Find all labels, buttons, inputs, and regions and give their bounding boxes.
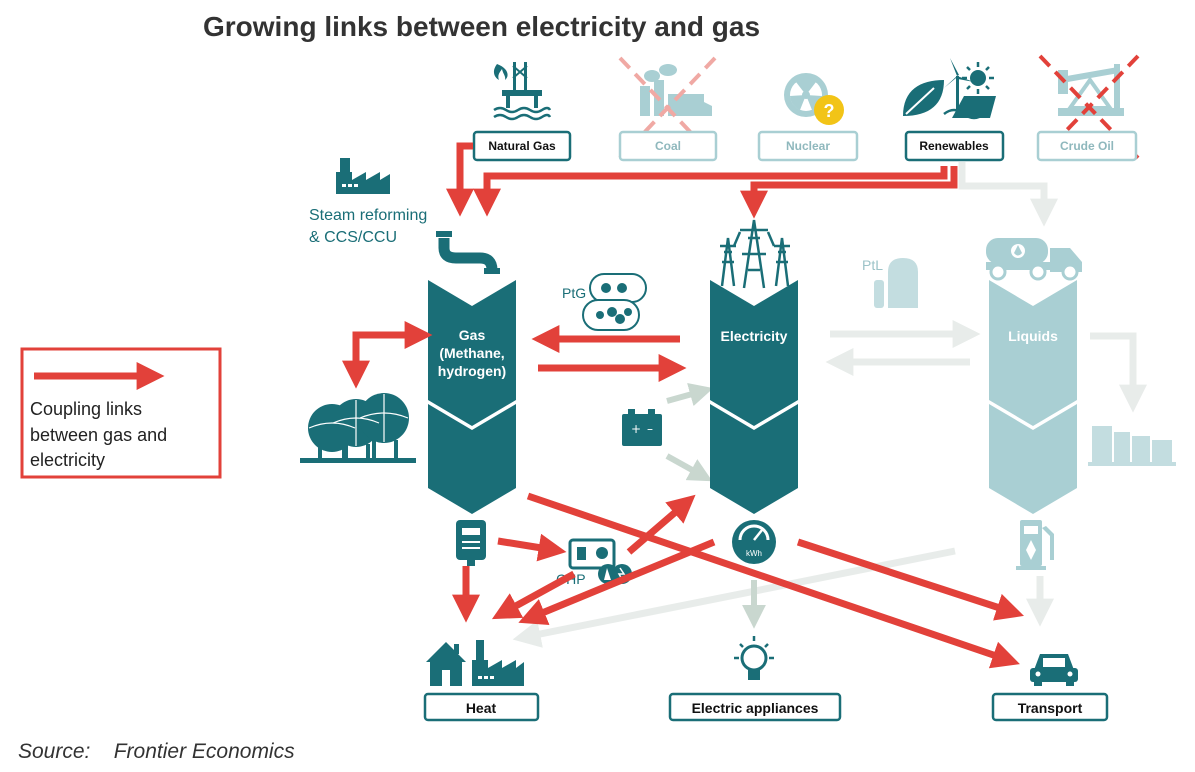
grey-flow-arrows bbox=[512, 162, 1147, 648]
source-note: Source: Frontier Economics bbox=[18, 740, 295, 763]
electricity-pillar: Electricity bbox=[710, 280, 798, 514]
heat-factory-icon bbox=[472, 640, 524, 686]
legend: Coupling links between gas and electrici… bbox=[20, 347, 222, 479]
ptl-label: PtL bbox=[862, 257, 883, 273]
transport-label: Transport bbox=[1018, 700, 1083, 716]
gas-pillar-label-2: (Methane, bbox=[439, 345, 504, 361]
electric-appliances-label: Electric appliances bbox=[692, 700, 819, 716]
ptg-tank-icon bbox=[582, 273, 647, 331]
gas-meter-icon bbox=[456, 520, 486, 566]
liquids-pillar: Liquids bbox=[989, 280, 1077, 514]
pipe-icon bbox=[436, 231, 500, 274]
source-coal: Coal bbox=[618, 130, 718, 162]
light-bulb-icon bbox=[734, 636, 774, 680]
legend-line-3: electricity bbox=[30, 450, 105, 470]
gas-pillar-label-1: Gas bbox=[459, 327, 486, 343]
solar-icon bbox=[943, 62, 996, 120]
nuclear-question-badge: ? bbox=[824, 101, 835, 121]
wind-turbine-icon bbox=[944, 58, 974, 116]
output-electric-appliances: Electric appliances bbox=[668, 692, 842, 722]
steam-reforming-label-2: & CCS/CCU bbox=[309, 229, 397, 246]
gas-rig-icon bbox=[493, 62, 552, 121]
pylon-icon bbox=[720, 219, 790, 289]
fuel-pump-icon bbox=[1016, 520, 1054, 570]
coal-plant-icon bbox=[636, 64, 712, 116]
battery-icon: + – bbox=[622, 409, 662, 446]
heat-label: Heat bbox=[466, 700, 497, 716]
coupling-arrows bbox=[342, 142, 1024, 669]
source-nuclear: Nuclear bbox=[757, 130, 859, 162]
legend-line-1: Coupling links bbox=[30, 399, 142, 419]
natural-gas-label: Natural Gas bbox=[488, 139, 556, 153]
diagram-title: Growing links between electricity and ga… bbox=[203, 11, 760, 42]
electricity-pillar-label: Electricity bbox=[721, 328, 788, 344]
gas-tank-icon bbox=[300, 393, 416, 463]
output-transport: Transport bbox=[991, 692, 1109, 722]
gas-pillar-label-3: hydrogen) bbox=[438, 363, 506, 379]
ptg-label: PtG bbox=[562, 285, 586, 301]
nuclear-icon: ? bbox=[784, 73, 844, 125]
output-heat: Heat bbox=[423, 692, 540, 722]
liquids-pillar-label: Liquids bbox=[1008, 328, 1058, 344]
renewables-label: Renewables bbox=[919, 139, 989, 153]
factory-icon bbox=[336, 158, 390, 194]
meter-unit: kWh bbox=[746, 549, 762, 558]
source-renewables: Renewables bbox=[904, 130, 1005, 162]
car-icon bbox=[1030, 654, 1078, 686]
source-natural-gas: Natural Gas bbox=[472, 130, 572, 162]
storage-loop-arrow bbox=[352, 321, 433, 378]
ptl-tank-icon bbox=[874, 258, 918, 308]
oil-storage-icon bbox=[1088, 426, 1176, 466]
source-crude-oil: Crude Oil bbox=[1036, 130, 1138, 162]
chp-unit-icon bbox=[568, 538, 632, 584]
svg-text:–: – bbox=[647, 422, 653, 436]
house-icon bbox=[426, 642, 466, 686]
electric-meter-icon: kWh bbox=[732, 520, 776, 564]
tanker-truck-icon bbox=[986, 238, 1082, 281]
crude-oil-label: Crude Oil bbox=[1060, 139, 1114, 153]
legend-line-2: between gas and bbox=[30, 425, 167, 445]
steam-reforming-label-1: Steam reforming bbox=[309, 207, 427, 224]
nuclear-label: Nuclear bbox=[786, 139, 830, 153]
leaf-icon bbox=[903, 80, 944, 116]
gas-pillar: Gas (Methane, hydrogen) bbox=[428, 280, 516, 514]
coal-label: Coal bbox=[655, 139, 681, 153]
svg-text:+: + bbox=[631, 422, 641, 436]
